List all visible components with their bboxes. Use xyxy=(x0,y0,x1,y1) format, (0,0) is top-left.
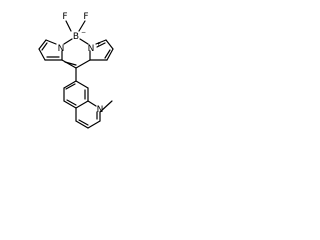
atom-boron: B xyxy=(73,32,79,42)
bond-rp-3-double xyxy=(104,49,111,59)
bond-q-6 xyxy=(75,80,89,89)
bond-q-4 xyxy=(75,100,89,109)
bond-py-5 xyxy=(87,100,97,107)
bond-rp-1 xyxy=(95,39,107,45)
bond-b-f-left xyxy=(65,20,72,32)
atom-n-right: N xyxy=(88,44,95,54)
molecule-canvas: F F B − N N + N xyxy=(0,0,152,152)
bond-rp-1-double xyxy=(96,42,106,48)
atom-boron-charge: − xyxy=(81,29,86,36)
bond-methyl xyxy=(99,100,113,113)
bond-py-3 xyxy=(87,120,101,129)
bond-c-meso-left-double xyxy=(64,61,77,66)
bond-layer xyxy=(38,20,114,129)
bond-py-2-double xyxy=(78,119,89,126)
atom-label-layer: F F B − N N + N xyxy=(58,12,104,115)
bond-lp-3 xyxy=(38,48,46,61)
bond-q-3-double xyxy=(66,99,77,106)
atom-n-left: N xyxy=(58,44,65,54)
bond-lp-1 xyxy=(45,39,57,45)
bond-q-3 xyxy=(63,100,77,109)
atom-n-quinoline: N xyxy=(97,105,104,115)
bond-q-1 xyxy=(63,80,77,89)
bond-c-meso-left xyxy=(61,59,77,69)
atom-f-left: F xyxy=(62,12,67,22)
bond-b-n-left xyxy=(63,38,73,45)
bond-rp-2 xyxy=(105,39,114,50)
bond-py-2 xyxy=(75,120,89,129)
atom-n-right-charge: + xyxy=(96,41,101,48)
bond-q-1-double xyxy=(65,83,76,90)
bond-c-meso-right xyxy=(75,59,91,69)
bond-b-f-right xyxy=(78,20,86,32)
bond-lp-2-double xyxy=(41,42,48,51)
bond-b-n-right xyxy=(79,38,89,45)
bond-lp-2 xyxy=(38,39,47,50)
bond-rp-3 xyxy=(106,48,114,61)
atom-f-right: F xyxy=(83,12,88,22)
molecule-structure: F F B − N N + N xyxy=(38,12,114,129)
